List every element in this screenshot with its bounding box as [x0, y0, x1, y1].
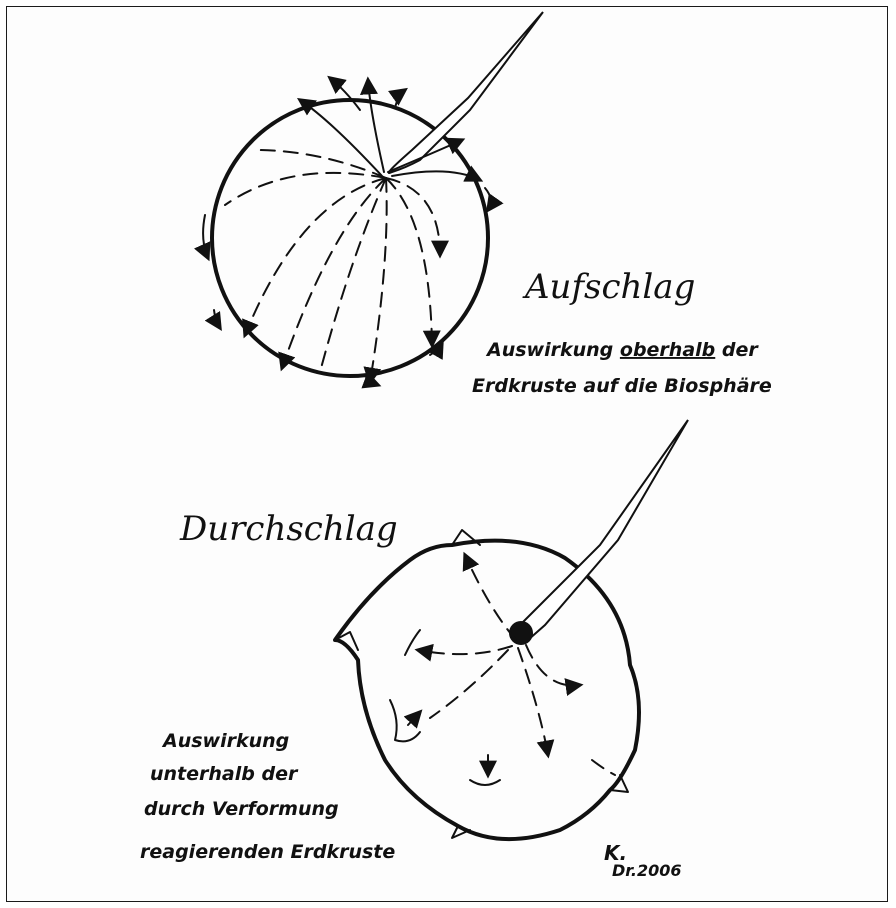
caption-bottom-line3: durch Verformung: [144, 798, 339, 820]
caption-aufschlag: Auswirkung oberhalb der Erdkruste auf di…: [472, 339, 772, 397]
shockwave-lines-bottom: [418, 555, 580, 755]
earth-outline-bottom: [335, 541, 639, 839]
svg-text:Auswirkung oberhalb der: Auswirkung oberhalb der: [485, 339, 759, 361]
deformed-sphere: [335, 420, 688, 839]
caption-bottom-line1: Auswirkung: [161, 730, 289, 752]
earth-outline-top: [212, 100, 488, 376]
signature-date: Dr.2006: [612, 861, 682, 880]
signature: K. Dr.2006: [604, 841, 682, 880]
caption-bottom-line4: reagierenden Erdkruste: [140, 841, 395, 863]
shockwave-lines-top: [225, 150, 440, 382]
comet-bottom: [517, 420, 688, 640]
caption-durchschlag: Auswirkung unterhalb der durch Verformun…: [140, 730, 395, 863]
caption-top-line1-end: der: [715, 339, 759, 361]
impact-crater: [509, 621, 533, 645]
impact-sphere: [203, 12, 543, 385]
caption-bottom-line2: unterhalb der: [150, 763, 299, 785]
title-aufschlag: Aufschlag: [522, 267, 695, 307]
caption-top-underlined: oberhalb: [620, 339, 715, 361]
caption-top-line2: Erdkruste auf die Biosphäre: [472, 375, 772, 397]
comet-top: [389, 12, 543, 173]
caption-top-line1-start: Auswirkung: [485, 339, 620, 361]
title-durchschlag: Durchschlag: [179, 509, 398, 549]
